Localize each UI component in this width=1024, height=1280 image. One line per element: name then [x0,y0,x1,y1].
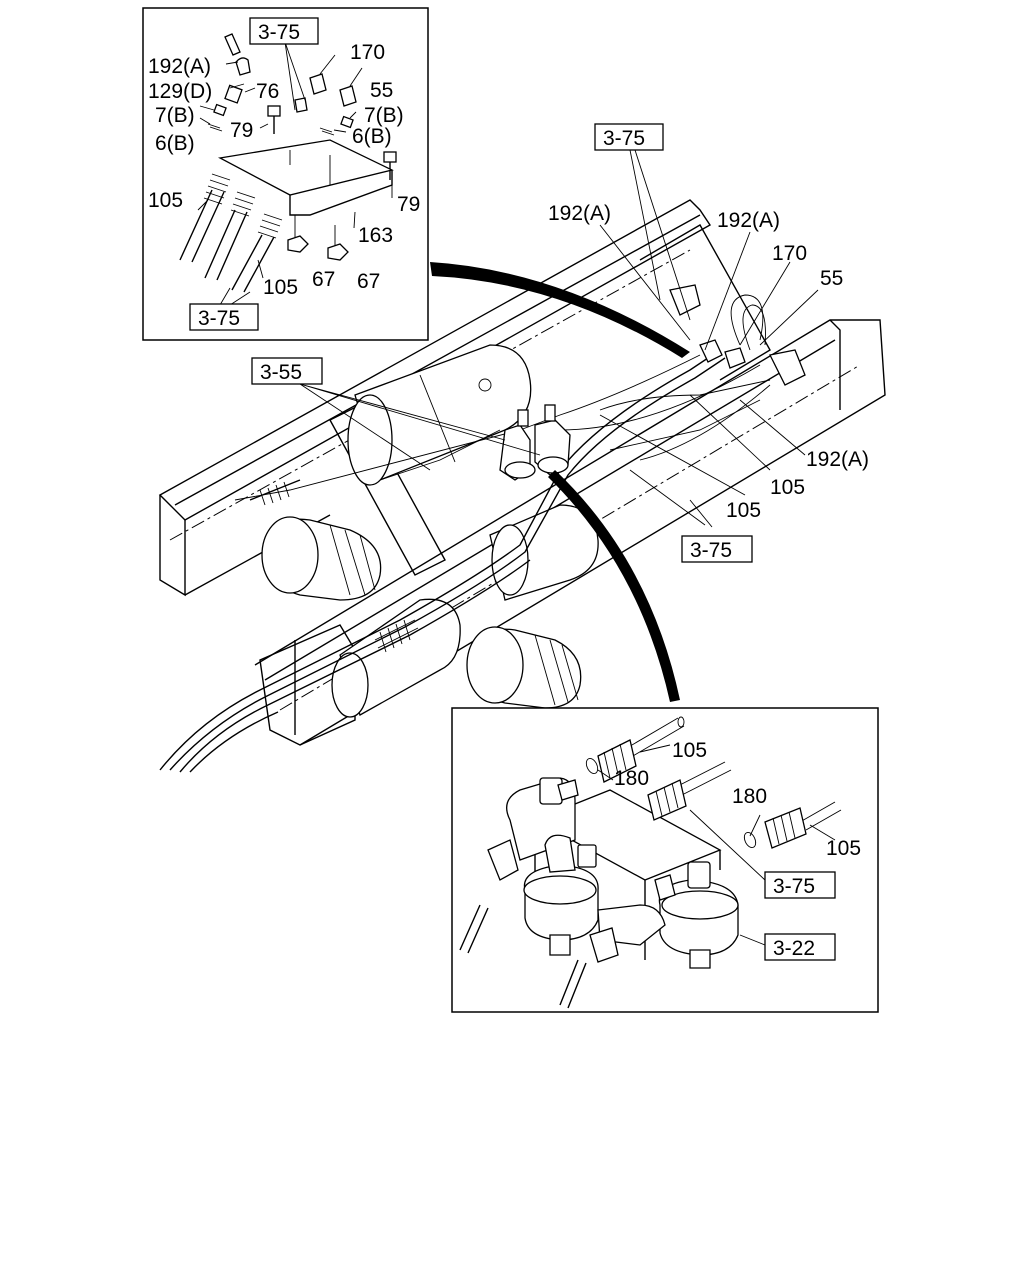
callout-105-main-2: 105 [726,499,761,522]
brake-chamber-left [261,516,382,601]
callout-170-inset: 170 [350,41,385,64]
callout-163: 163 [358,224,393,247]
ref-375-valve-label: 3-75 [773,875,815,898]
ref-375-inset-top-label: 3-75 [258,21,300,44]
callout-7b-left: 7(B) [155,104,195,127]
callout-79-right: 79 [397,193,420,216]
callout-105-valve-top: 105 [672,739,707,762]
ref-375-main-top-label: 3-75 [603,127,645,150]
ref-box-375-valve[interactable] [764,871,836,899]
callout-105-main-1: 105 [770,476,805,499]
callout-129d: 129(D) [148,80,212,103]
ref-375-inset-bottom-label: 3-75 [198,307,240,330]
callout-67-right: 67 [357,270,380,293]
brake-chamber-right [466,626,582,709]
ref-box-355[interactable] [251,357,323,385]
ref-box-375-main-mid[interactable] [681,535,753,563]
ref-box-375-main-top[interactable] [594,123,664,151]
callout-76: 76 [256,80,279,103]
callout-67-left: 67 [312,268,335,291]
callout-6b-left: 6(B) [155,132,195,155]
ref-375-main-mid-label: 3-75 [690,539,732,562]
inset-valve-parts [459,716,842,1009]
callout-192a-main-2: 192(A) [717,209,780,232]
callout-105-inset-left: 105 [148,189,183,212]
air-tank-upper [347,344,532,486]
callout-6b-right: 6(B) [352,125,392,148]
callout-55-main: 55 [820,267,843,290]
callout-105-valve-right: 105 [826,837,861,860]
ref-322-label: 3-22 [773,937,815,960]
callout-192a-main-3: 192(A) [806,448,869,471]
ref-box-375-inset-bottom[interactable] [189,303,259,331]
callout-192a-main-1: 192(A) [548,202,611,225]
ref-355-label: 3-55 [260,361,302,384]
rear-valve-main [669,284,806,386]
air-pipes [159,294,771,773]
callout-180-right: 180 [732,785,767,808]
callout-170-main: 170 [772,242,807,265]
callout-180-left: 180 [614,767,649,790]
ref-box-322[interactable] [764,933,836,961]
main-leader-lines [299,149,819,528]
callout-55-inset: 55 [370,79,393,102]
ref-box-375-inset-top[interactable] [249,17,319,45]
inset-top-parts [179,33,397,306]
callout-192a-inset: 192(A) [148,55,211,78]
callout-105-inset-mid: 105 [263,276,298,299]
air-tank-lower [331,504,599,718]
callout-7b-right: 7(B) [364,104,404,127]
valve-cluster-main [499,404,571,481]
pointer-arrows [430,262,690,702]
callout-79-left: 79 [230,119,253,142]
